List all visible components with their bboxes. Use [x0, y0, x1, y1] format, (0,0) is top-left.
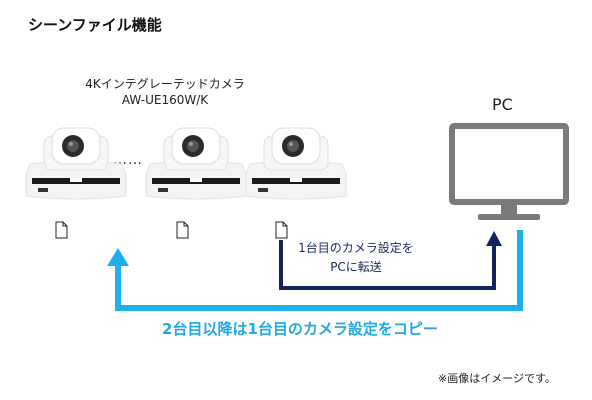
camera-icon: [25, 127, 127, 200]
image-note: ※画像はイメージです。: [438, 372, 556, 385]
pc-label: PC: [492, 95, 513, 114]
transfer-arrow: [279, 240, 496, 290]
copy-arrow: [115, 230, 523, 311]
file-icon: [55, 221, 68, 239]
step1-label-line2: PCに転送: [330, 260, 382, 274]
file-icon: [275, 221, 288, 239]
camera-icon: [145, 127, 247, 200]
file-icon: [176, 221, 189, 239]
camera-model-label: AW-UE160W/K: [121, 93, 209, 107]
step2-label: 2台目以降は1台目のカメラ設定をコピー: [162, 320, 438, 338]
camera-icon: [245, 127, 347, 200]
copy-arrowhead: [107, 248, 129, 266]
camera-name-label: 4Kインテグレーテッドカメラ: [85, 77, 245, 91]
transfer-arrowhead: [486, 231, 502, 246]
step1-label-line1: 1台目のカメラ設定を: [298, 241, 414, 255]
monitor-icon: [449, 123, 569, 220]
page-title: シーンファイル機能: [28, 16, 162, 34]
